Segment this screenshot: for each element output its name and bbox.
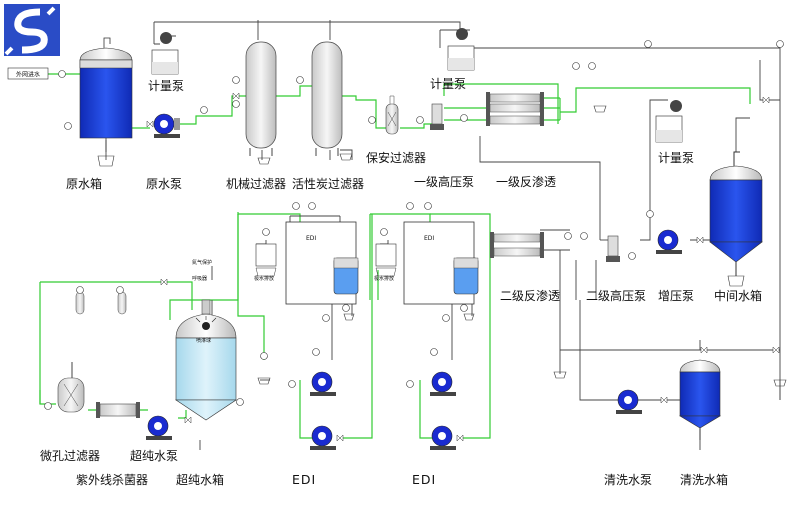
mechanical-filter-vessel [245,41,277,156]
label-metering-pump-2: 计量泵 [430,77,466,91]
edi-1-drain-label: 极水排放 [254,275,274,282]
cartridge-filters [75,291,127,315]
label-raw-pump: 原水泵 [146,177,182,191]
ultrapure-water-pump [146,415,172,440]
cleaning-pump [616,389,642,414]
edi-pump-2b [430,425,456,450]
label-up-pump: 超纯水泵 [130,448,178,463]
breather-label: 呼吸器 [192,275,207,282]
label-micro-filter: 微孔过滤器 [40,449,100,463]
edi-box-1-label: EDI [306,235,316,242]
edi-pump-2a [430,371,456,396]
label-clean-pump: 清洗水泵 [604,473,652,487]
booster-pump [656,229,682,254]
label-clean-tank: 清洗水箱 [680,472,728,487]
label-carbon-filter: 活性炭过滤器 [292,177,364,191]
edi-pump-1b [310,425,336,450]
spray-ball-label: 喷淋球 [196,337,211,344]
edi-2-drain-label: 极水排放 [374,275,394,282]
label-metering-pump-3: 计量泵 [658,151,694,165]
metering-pump-3 [655,100,683,143]
metering-pump-1 [151,32,179,75]
instrument-bubbles [44,40,784,410]
inlet-label: 外网进水 [16,71,40,79]
inlet-label-box: 外网进水 [7,67,49,80]
edi-box-2-label: EDI [424,235,434,242]
label-hp-pump-2: 二级高压泵 [586,288,646,303]
label-edi-2: EDI [412,472,436,487]
label-ro-1: 一级反渗透 [496,174,556,189]
ro-stage2-membranes [490,232,544,258]
label-mid-tank: 中间水箱 [714,288,762,303]
edi-unit-2 [375,221,479,305]
nitrogen-label: 氮气保护 [192,259,212,266]
uv-sterilizer [96,402,140,418]
high-pressure-pump-2 [606,235,620,262]
raw-water-pump [153,113,180,138]
label-metering-pump-1: 计量泵 [148,79,184,93]
ro-stage1-membranes [486,92,544,126]
label-ro-2: 二级反渗透 [500,288,560,303]
cleaning-water-tank [678,359,722,440]
green-pipes [39,73,751,439]
label-security-filter: 保安过滤器 [366,150,426,165]
micro-filter [57,362,85,413]
edi-pump-1a [310,371,336,396]
ultrapure-water-tank [175,299,237,421]
label-up-tank: 超纯水箱 [176,472,224,487]
intermediate-water-tank [709,151,763,287]
security-filter [385,95,399,135]
company-logo [4,4,60,56]
label-booster-pump: 增压泵 [658,289,694,303]
high-pressure-pump-1 [430,103,444,130]
label-raw-tank: 原水箱 [66,176,102,191]
label-uv: 紫外线杀菌器 [76,472,148,487]
metering-pump-2 [447,28,475,71]
label-edi-1: EDI [292,472,316,487]
label-hp-pump-1: 一级高压泵 [414,174,474,189]
raw-water-tank [79,37,133,167]
drain-basins [257,105,787,387]
edi-unit-1 [255,221,359,305]
valves [146,92,780,442]
carbon-filter-vessel [311,41,343,156]
label-mech-filter: 机械过滤器 [226,176,286,191]
